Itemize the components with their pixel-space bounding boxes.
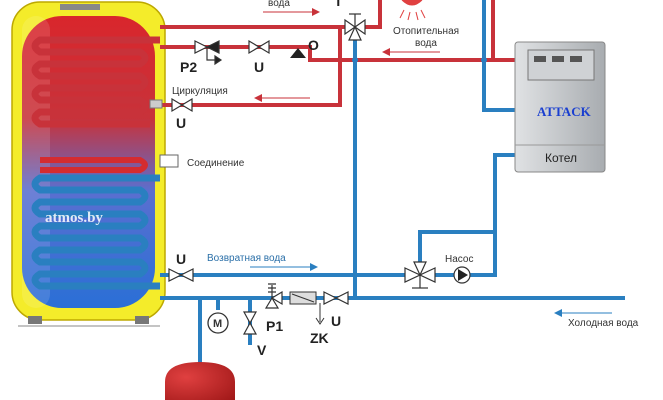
valve-v: [242, 311, 258, 335]
label-circulation: Циркуляция: [172, 86, 228, 97]
hot-pipes: [160, 0, 520, 107]
label-t: T: [334, 0, 343, 9]
pump-icon: [453, 266, 471, 284]
label-v: V: [257, 342, 267, 358]
boiler-attack: [514, 41, 606, 173]
label-p1: P1: [266, 318, 283, 334]
label-u-top: U: [254, 59, 264, 75]
label-u-return: U: [176, 251, 186, 267]
cold-pipes: [160, 0, 625, 375]
label-connection: Соединение: [187, 158, 245, 169]
label-return-water: Возвратная вода: [207, 253, 286, 264]
safety-valve-p1: [264, 283, 283, 309]
connection-port: [159, 154, 179, 168]
valve-u-return: [168, 268, 194, 282]
label-m: M: [213, 318, 222, 330]
three-way-valve-t: [344, 13, 366, 41]
valve-p2: [194, 40, 223, 66]
boiler-brand: ATTACK: [537, 104, 592, 119]
hot-coil: [31, 36, 160, 128]
label-zk: ZK: [310, 330, 329, 346]
label-o: O: [308, 37, 319, 53]
valve-u-circulation: [171, 97, 193, 113]
filter: [289, 291, 317, 305]
label-p2: P2: [180, 59, 197, 75]
drain-zk-arrow: [315, 303, 325, 325]
label-heating-water-1: Отопительная: [393, 26, 459, 37]
check-valve-o: [290, 48, 306, 58]
cold-coil: [31, 174, 160, 290]
expansion-tank: [165, 362, 235, 400]
upper-hot-coil: [40, 157, 148, 173]
shower-icon: [399, 0, 426, 21]
flow-arrows: [250, 8, 612, 317]
label-pump: Насос: [445, 254, 473, 265]
manometer-m: [207, 312, 229, 334]
label-heating-water-2: вода: [415, 38, 437, 49]
watermark-atmos: atmos.by: [45, 210, 103, 226]
valve-u-cold: [323, 291, 349, 305]
label-hot-water: вода: [268, 0, 290, 9]
label-u-circulation: U: [176, 115, 186, 131]
mixing-valve: [404, 261, 436, 289]
label-boiler: Котел: [545, 151, 577, 165]
valve-u-top: [248, 39, 270, 55]
label-u-cold: U: [331, 313, 341, 329]
label-cold-water: Холодная вода: [568, 318, 639, 329]
